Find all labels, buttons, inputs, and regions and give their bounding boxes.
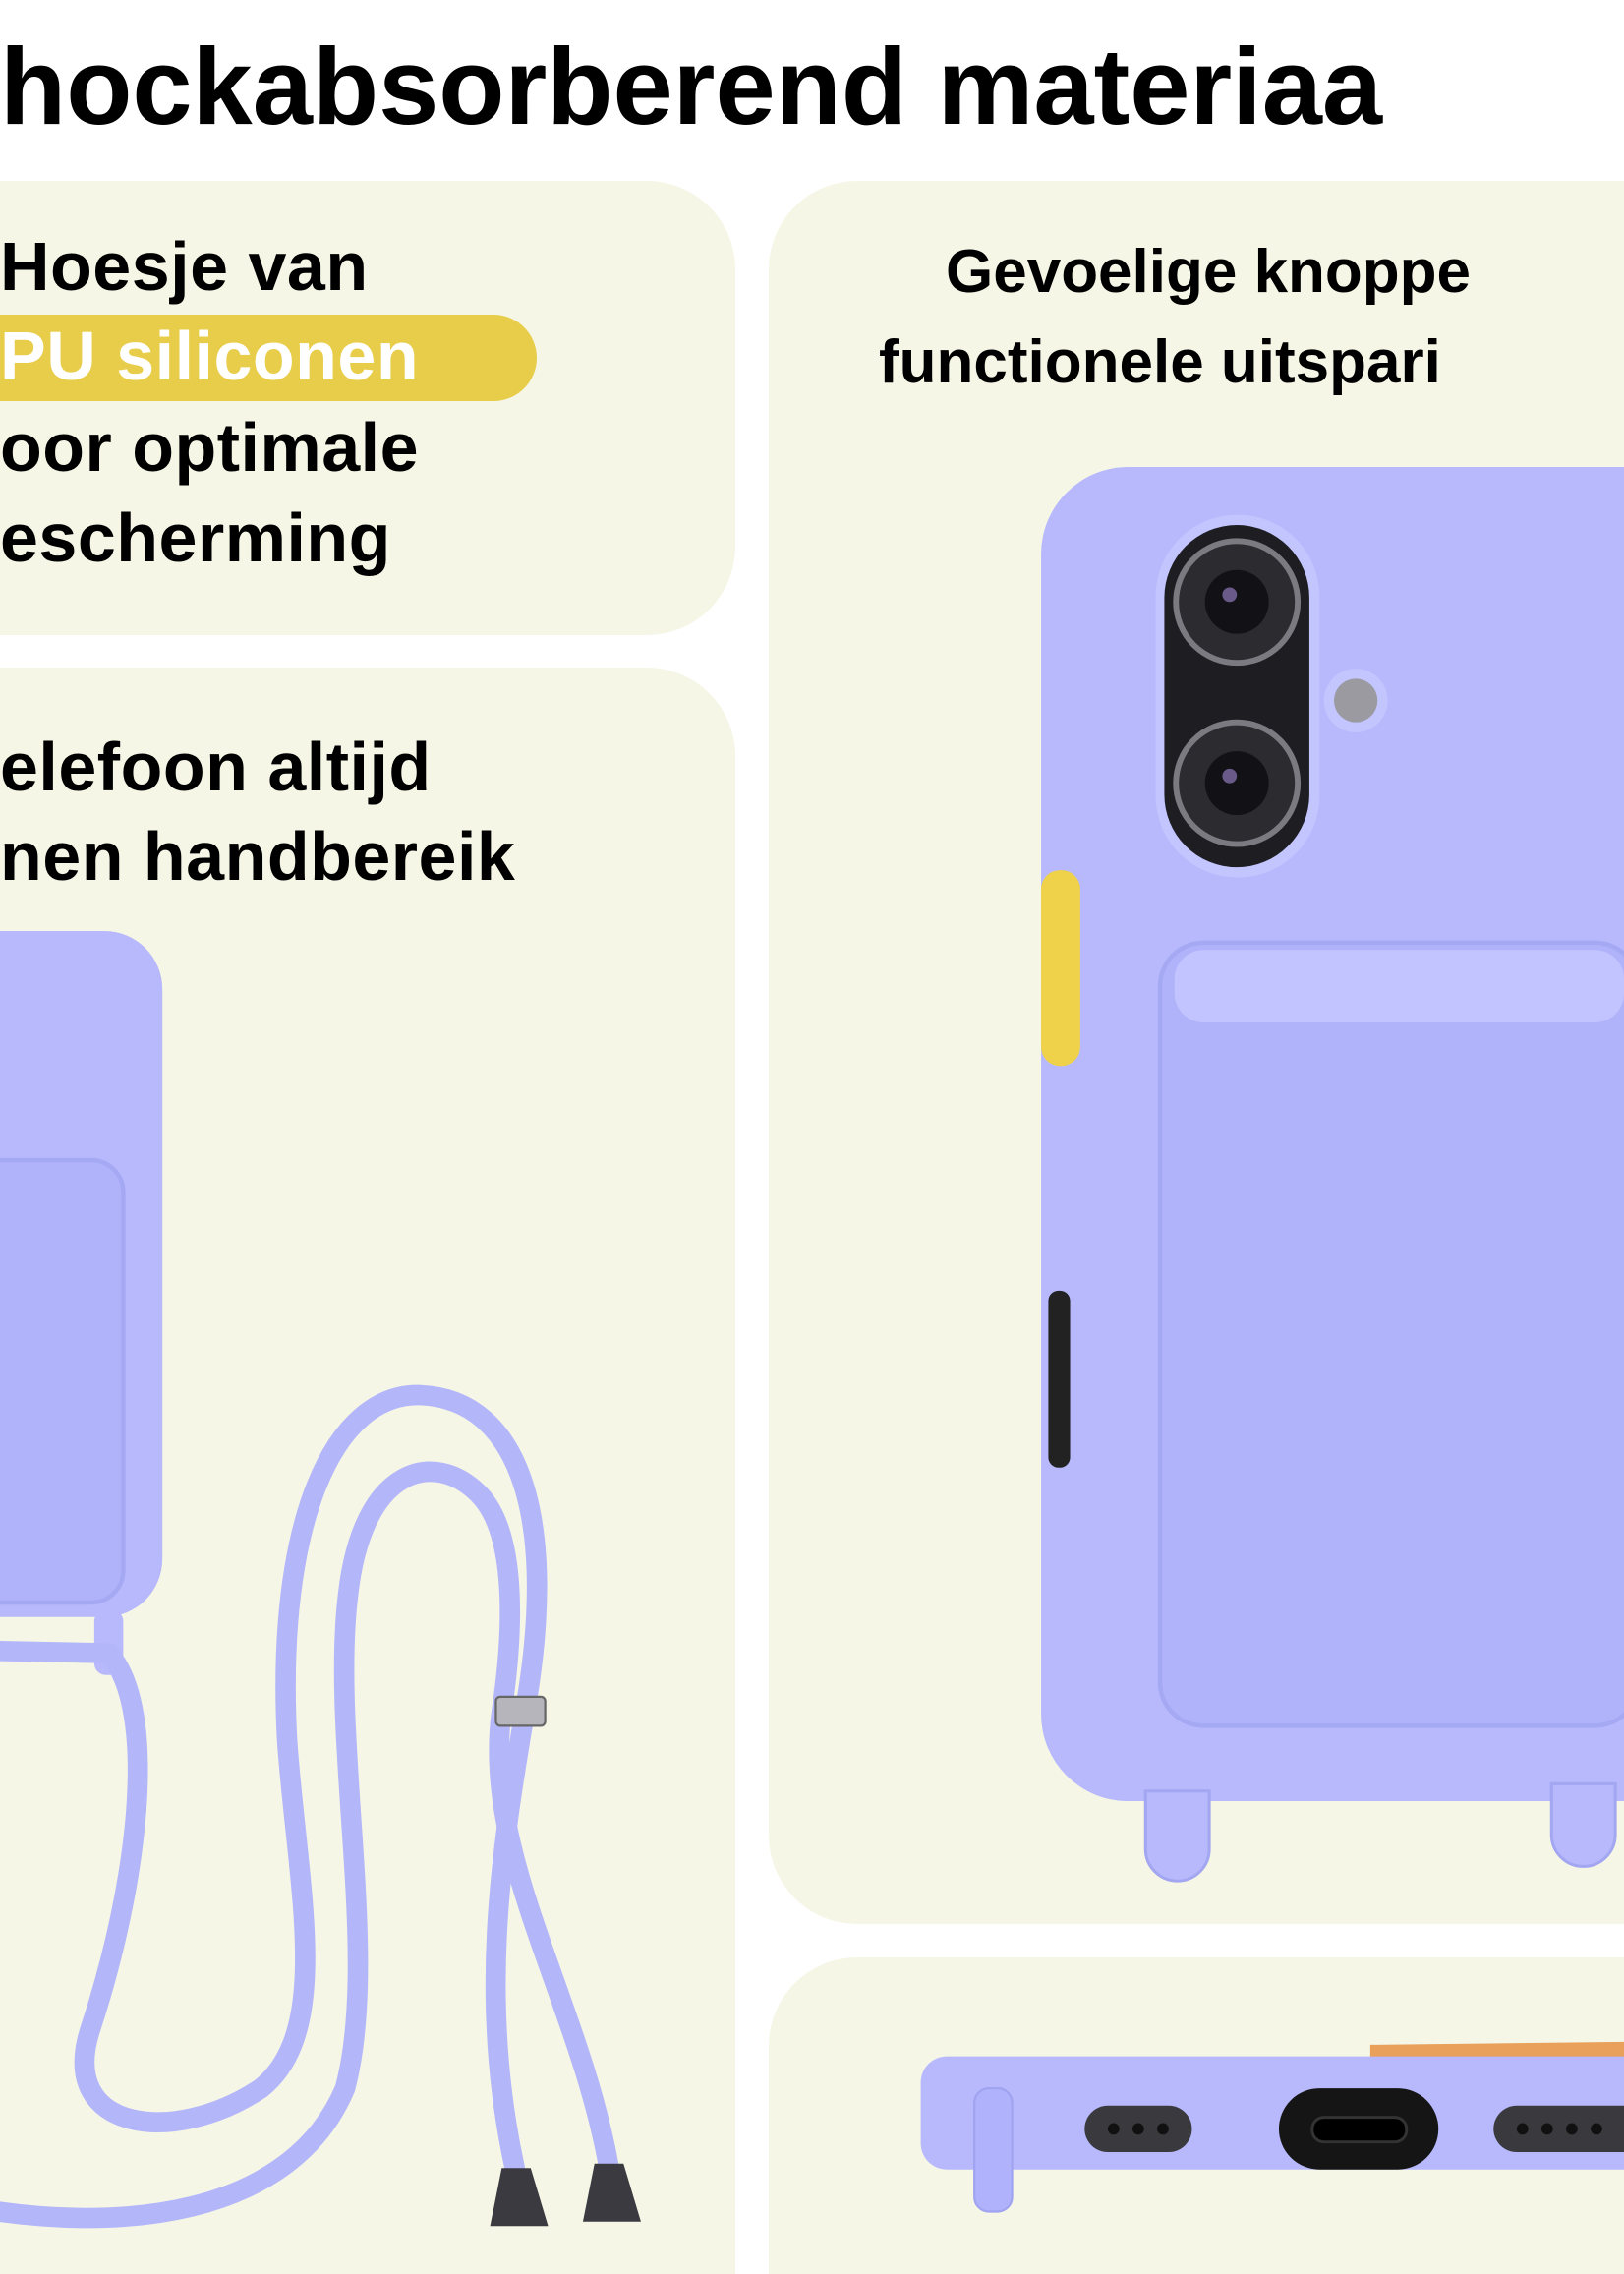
panel-material (0, 181, 735, 635)
card-pocket-left (0, 1157, 126, 1605)
phone-bottom-view (920, 2041, 1624, 2213)
side-button (1048, 1290, 1071, 1468)
material-line-3: oor optimale (0, 409, 420, 486)
cord-end-right (582, 2163, 641, 2222)
phone-case-back (1041, 467, 1624, 1883)
material-line-2: PU siliconen (0, 318, 420, 394)
buttons-line-1: Gevoelige knoppe (946, 238, 1472, 306)
phone-case-lanyard (0, 931, 641, 2229)
pocket-opening (1174, 950, 1624, 1022)
material-line-1: Hoesje van (0, 228, 369, 305)
lanyard-line-1: elefoon altijd (0, 729, 432, 805)
cord-end-left (490, 2168, 549, 2227)
speaker-right (1493, 2105, 1624, 2152)
lanyard-loop-left (1143, 1789, 1211, 1883)
cord-slider (494, 1695, 547, 1727)
lanyard-line-2: nen handbereik (0, 818, 516, 895)
lanyard-tab (973, 2086, 1014, 2213)
page-title: hockabsorberend materiaa (0, 27, 1383, 147)
action-button-yellow (1041, 870, 1080, 1067)
lanyard-loop-right (1549, 1781, 1617, 1868)
buttons-line-2: functionele uitspari (879, 328, 1441, 396)
highlight-pill (0, 315, 537, 401)
card-pocket (1157, 940, 1624, 1728)
material-line-4: escherming (0, 499, 391, 576)
